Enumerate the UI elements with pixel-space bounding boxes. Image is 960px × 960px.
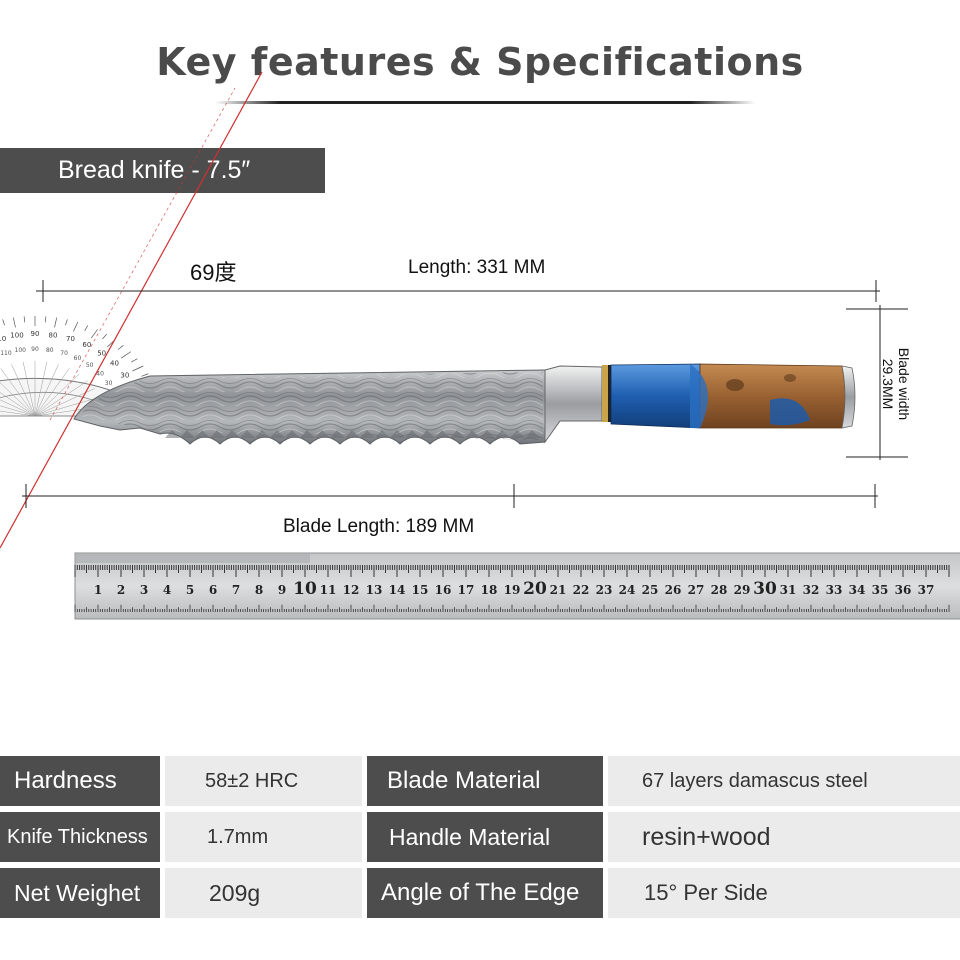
protractor-number: 100 (15, 347, 27, 354)
ruler-number: 2 (117, 583, 125, 597)
ruler-number: 9 (278, 583, 286, 597)
ruler-number: 5 (186, 583, 194, 597)
blade-width-label: Blade width 29.3MM (880, 348, 912, 420)
ruler-number: 13 (366, 583, 383, 597)
ruler-number: 18 (481, 583, 498, 597)
ruler-number: 33 (826, 583, 843, 597)
blade-width-value: 29.3MM (880, 358, 896, 410)
protractor-number: 30 (120, 372, 129, 380)
knife-end-cap (841, 365, 856, 429)
ruler-number: 20 (523, 579, 547, 599)
title-underline (215, 101, 755, 104)
ruler-number: 6 (209, 583, 217, 597)
spec-label-handle-material: Handle Material (367, 812, 603, 862)
ruler-number: 16 (435, 583, 452, 597)
ruler-number: 19 (504, 583, 521, 597)
page-title: Key features & Specifications (156, 40, 804, 84)
knife-handle-resin (610, 363, 701, 429)
spec-label-net-weight: Net Weighet (0, 868, 160, 918)
protractor-number: 50 (86, 362, 94, 369)
length-dimension-line (36, 280, 880, 302)
ruler-number: 4 (163, 583, 171, 597)
ruler-number: 37 (918, 583, 935, 597)
bread-knife (73, 363, 856, 445)
blade-length-label: Blade Length: 189 MM (283, 516, 475, 537)
spec-label-blade-material: Blade Material (367, 756, 603, 806)
angle-guide-line-secondary (49, 87, 236, 421)
protractor-number: 80 (49, 331, 58, 339)
ruler-number: 1 (94, 583, 102, 597)
length-label: Length: 331 MM (408, 257, 546, 278)
knife-spacer (602, 365, 608, 422)
blade-width-title: Blade width (896, 347, 912, 421)
ruler-number: 15 (412, 583, 429, 597)
protractor-number: 80 (46, 347, 54, 354)
spec-value-knife-thickness: 1.7mm (165, 812, 362, 862)
protractor-number: 60 (82, 341, 91, 349)
protractor-number: 60 (74, 355, 82, 362)
ruler-number: 22 (573, 583, 590, 597)
ruler-number: 30 (753, 579, 777, 599)
knife-bolster (544, 365, 603, 444)
ruler-number: 35 (872, 583, 889, 597)
ruler-number: 10 (293, 579, 317, 599)
ruler-number: 17 (458, 583, 475, 597)
ruler-number: 8 (255, 583, 263, 597)
spec-value-net-weight: 209g (165, 868, 362, 918)
spec-value-hardness: 58±2 HRC (165, 756, 362, 806)
protractor-number: 90 (31, 346, 39, 353)
spec-label-hardness: Hardness (0, 756, 160, 806)
protractor-number: 40 (96, 370, 104, 377)
ruler-number: 12 (343, 583, 360, 597)
protractor-number: 100 (10, 331, 23, 339)
product-name-tag: Bread knife - 7.5″ (0, 148, 325, 193)
spec-label-edge-angle: Angle of The Edge (367, 868, 603, 918)
protractor-number: 110 (0, 335, 6, 343)
specifications-table: Hardness 58±2 HRC Blade Material 67 laye… (0, 756, 960, 920)
ruler-number: 21 (550, 583, 567, 597)
angle-label: 69度 (190, 260, 237, 285)
ruler-number: 7 (232, 583, 240, 597)
protractor-number: 70 (66, 335, 75, 343)
blade-length-dimension-line (22, 484, 878, 508)
ruler-number: 14 (389, 583, 406, 597)
protractor-number: 50 (97, 349, 106, 357)
protractor-number: 40 (110, 360, 119, 368)
protractor-number: 30 (105, 380, 113, 387)
ruler-number: 24 (619, 583, 636, 597)
ruler-number: 26 (665, 583, 682, 597)
protractor-number: 110 (0, 350, 12, 357)
ruler-number: 27 (688, 583, 705, 597)
spec-value-blade-material: 67 layers damascus steel (608, 756, 960, 806)
spec-value-edge-angle: 15° Per Side (608, 868, 960, 918)
angle-guide-line (0, 71, 263, 549)
protractor-number: 70 (60, 350, 68, 357)
protractor-number: 90 (31, 330, 40, 338)
spec-value-handle-material: resin+wood (608, 812, 960, 862)
ruler-number: 11 (320, 583, 337, 597)
ruler-number: 34 (849, 583, 866, 597)
ruler-number: 36 (895, 583, 912, 597)
ruler-number: 28 (711, 583, 728, 597)
ruler-number: 32 (803, 583, 820, 597)
spec-label-knife-thickness: Knife Thickness (0, 812, 160, 862)
ruler-number: 25 (642, 583, 659, 597)
ruler-number: 29 (734, 583, 751, 597)
ruler-number: 3 (140, 583, 148, 597)
ruler-number: 31 (780, 583, 797, 597)
ruler-number: 23 (596, 583, 613, 597)
width-dimension-line (846, 305, 908, 460)
